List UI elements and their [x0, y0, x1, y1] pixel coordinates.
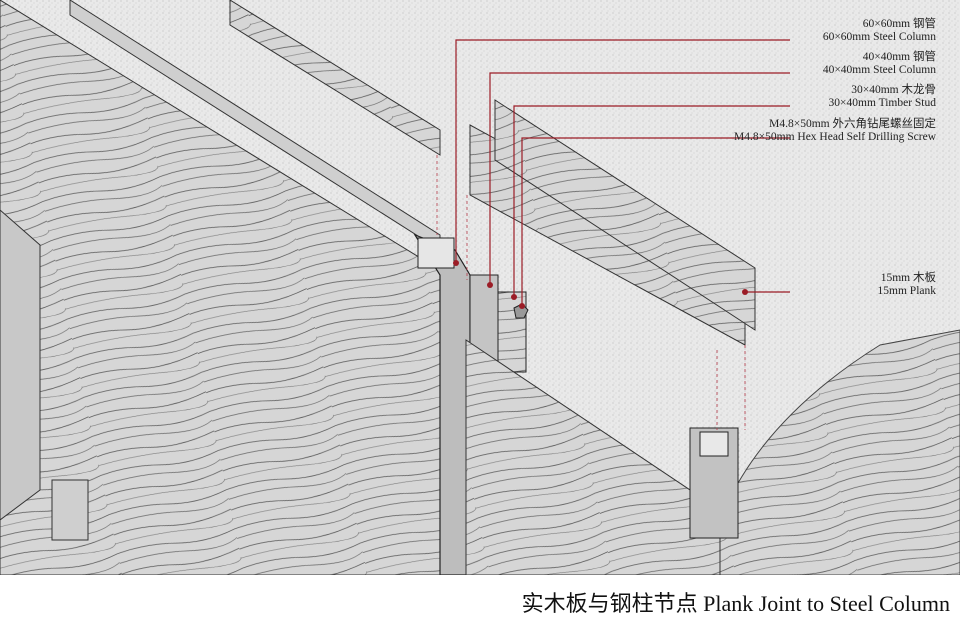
steel-column-60 [413, 233, 471, 575]
callout-screw: M4.8×50mm 外六角钻尾螺丝固定 M4.8×50mm Hex Head S… [734, 118, 936, 144]
dashed-guides [436, 155, 746, 430]
callout-steel-column-40: 40×40mm 钢管 40×40mm Steel Column [823, 51, 936, 77]
top-plank-2 [229, 0, 441, 156]
callout-plank: 15mm 木板 15mm Plank [878, 272, 936, 298]
callout-cn: 60×60mm 钢管 [862, 18, 936, 30]
callout-cn: 40×40mm 钢管 [862, 51, 936, 63]
figure-caption: 实木板与钢柱节点 Plank Joint to Steel Column [521, 591, 950, 616]
callout-cn: 30×40mm 木龙骨 [851, 84, 936, 96]
left-wall-lower-block [0, 209, 41, 521]
steel-column-60-top [417, 237, 455, 269]
callout-cn: M4.8×50mm 外六角钻尾螺丝固定 [769, 118, 936, 130]
leader-dots [453, 260, 748, 309]
callout-en: 15mm Plank [877, 285, 936, 297]
callout-en: 60×60mm Steel Column [822, 31, 936, 43]
support-post [51, 479, 89, 541]
isometric-detail-drawing [0, 0, 960, 575]
callout-en: 30×40mm Timber Stud [828, 97, 936, 109]
callout-en: M4.8×50mm Hex Head Self Drilling Screw [734, 131, 936, 143]
callout-en: 40×40mm Steel Column [822, 64, 936, 76]
callout-timber-stud: 30×40mm 木龙骨 30×40mm Timber Stud [829, 84, 936, 110]
callout-steel-column-60: 60×60mm 钢管 60×60mm Steel Column [823, 18, 936, 44]
callout-cn: 15mm 木板 [880, 272, 936, 284]
leader-lines [455, 39, 790, 306]
floating-plank-2 [494, 99, 756, 331]
small-steel-column-top [699, 431, 729, 457]
right-wall-panel [465, 339, 721, 575]
left-wall-panel [0, 0, 441, 575]
